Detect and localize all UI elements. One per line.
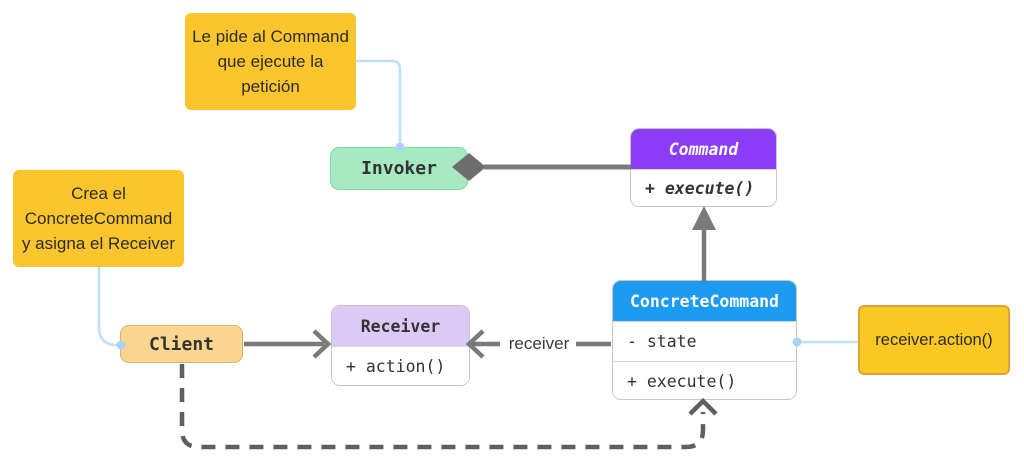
note-invoker[interactable]: Le pide al Command que ejecute la petici… (185, 13, 356, 110)
class-invoker[interactable]: Invoker (330, 147, 468, 190)
note-client-text: Crea el ConcreteCommand y asigna el Rece… (21, 184, 176, 253)
class-receiver[interactable]: Receiver + action() (331, 305, 470, 386)
connector-note-to-invoker (356, 59, 402, 145)
receiver-arrow-label: receiver (505, 334, 573, 354)
class-command-header: Command (631, 129, 776, 169)
class-command-name: Command (668, 139, 739, 159)
note-receiver-action[interactable]: receiver.action() (858, 305, 1010, 375)
note-client[interactable]: Crea el ConcreteCommand y asigna el Rece… (13, 170, 184, 267)
class-concrete-command-header: ConcreteCommand (613, 281, 796, 321)
class-receiver-name: Receiver (360, 316, 441, 336)
class-command-method: + execute() (645, 179, 755, 198)
class-client-name: Client (148, 333, 215, 355)
inheritance-arrowhead (692, 206, 716, 230)
class-command[interactable]: Command + execute() (630, 128, 777, 207)
class-concrete-command-attribute-row: - state (613, 321, 796, 361)
class-receiver-method: + action() (346, 357, 446, 376)
class-command-method-row: + execute() (631, 169, 776, 206)
dependency-arrowhead (688, 397, 718, 416)
association-receiver-arrowhead (465, 329, 485, 359)
class-invoker-name: Invoker (361, 158, 437, 179)
class-receiver-method-row: + action() (332, 346, 469, 385)
class-concrete-command-method: + execute() (627, 372, 737, 391)
association-client-receiver-arrowhead (312, 329, 332, 359)
note-receiver-action-text: receiver.action() (875, 330, 993, 349)
class-client[interactable]: Client (120, 325, 243, 363)
class-concrete-command-attribute: - state (627, 332, 697, 351)
class-concrete-command-method-row: + execute() (613, 361, 796, 399)
connector-note-to-client (97, 267, 120, 347)
note-invoker-text: Le pide al Command que ejecute la petici… (192, 27, 349, 96)
class-concrete-command[interactable]: ConcreteCommand - state + execute() (612, 280, 797, 400)
class-concrete-command-name: ConcreteCommand (629, 291, 779, 311)
class-receiver-header: Receiver (332, 306, 469, 346)
